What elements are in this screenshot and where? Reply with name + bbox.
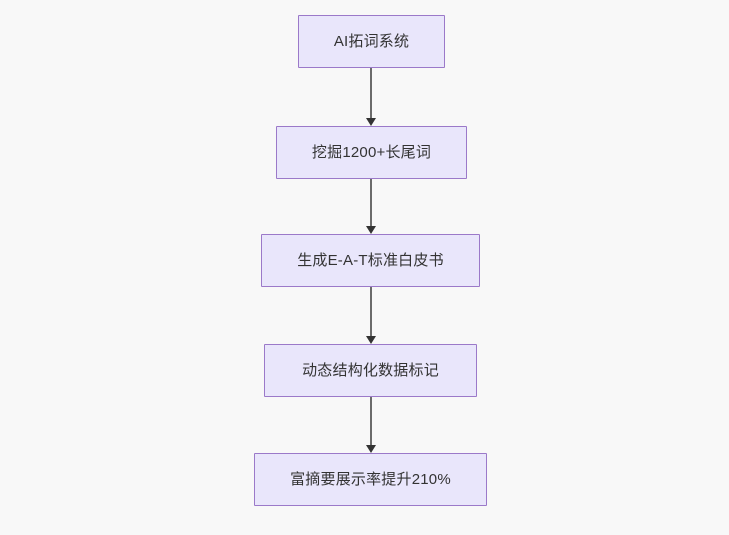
edge-line <box>370 179 372 226</box>
edge-line <box>370 68 372 118</box>
flowchart-node-label: 动态结构化数据标记 <box>302 361 439 379</box>
arrowhead-icon <box>366 445 376 453</box>
edge-line <box>370 287 372 336</box>
arrowhead-icon <box>366 336 376 344</box>
flowchart-node[interactable]: 富摘要展示率提升210% <box>254 453 487 506</box>
arrowhead-icon <box>366 118 376 126</box>
flowchart-node[interactable]: 动态结构化数据标记 <box>264 344 477 397</box>
flowchart-node-label: 富摘要展示率提升210% <box>290 470 451 488</box>
edge-line <box>370 397 372 445</box>
flowchart-node[interactable]: AI拓词系统 <box>298 15 445 68</box>
flowchart-node[interactable]: 生成E-A-T标准白皮书 <box>261 234 480 287</box>
flowchart-node-label: AI拓词系统 <box>333 32 410 50</box>
flowchart-node-label: 生成E-A-T标准白皮书 <box>297 251 444 269</box>
arrowhead-icon <box>366 226 376 234</box>
flowchart-node[interactable]: 挖掘1200+长尾词 <box>276 126 467 179</box>
flowchart-node-label: 挖掘1200+长尾词 <box>311 143 432 161</box>
